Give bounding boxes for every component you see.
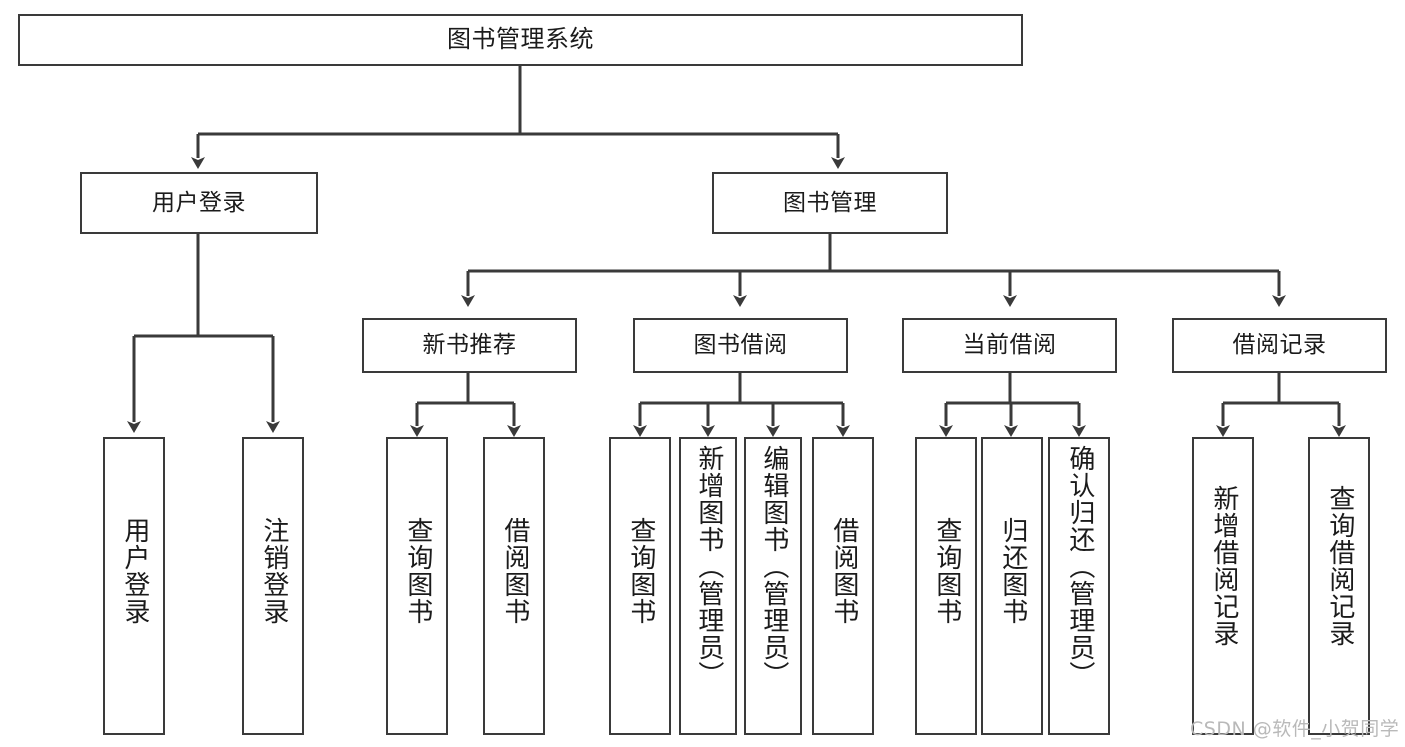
node-book-borrow[interactable]: 图书借阅 bbox=[633, 318, 848, 373]
node-label: 查询图书 bbox=[625, 517, 656, 625]
leaf-query-book-current[interactable]: 查询图书 bbox=[915, 437, 977, 735]
node-label: 新书推荐 bbox=[422, 332, 517, 359]
node-label: 归还图书 bbox=[997, 517, 1028, 625]
leaf-add-book-admin[interactable]: 新增图书（管理员） bbox=[679, 437, 737, 735]
node-borrow-record[interactable]: 借阅记录 bbox=[1172, 318, 1387, 373]
node-label: 借阅图书 bbox=[499, 517, 530, 625]
node-label: 用户登录 bbox=[152, 189, 246, 216]
node-user-login[interactable]: 用户登录 bbox=[80, 172, 318, 234]
node-label: 当前借阅 bbox=[962, 332, 1057, 359]
node-new-book-recommendation[interactable]: 新书推荐 bbox=[362, 318, 577, 373]
leaf-add-borrow-record[interactable]: 新增借阅记录 bbox=[1192, 437, 1254, 735]
node-book-management[interactable]: 图书管理 bbox=[712, 172, 948, 234]
node-label: 新增借阅记录 bbox=[1208, 485, 1239, 647]
node-label: 查询图书 bbox=[931, 517, 962, 625]
leaf-confirm-return-admin[interactable]: 确认归还（管理员） bbox=[1048, 437, 1110, 735]
watermark-text: CSDN @软件_小贺同学 bbox=[1190, 718, 1400, 740]
leaf-edit-book-admin[interactable]: 编辑图书（管理员） bbox=[744, 437, 802, 735]
node-label: 图书借阅 bbox=[693, 332, 788, 359]
leaf-user-login[interactable]: 用户登录 bbox=[103, 437, 165, 735]
node-label: 查询借阅记录 bbox=[1324, 485, 1355, 647]
leaf-query-borrow-record[interactable]: 查询借阅记录 bbox=[1308, 437, 1370, 735]
node-label: 图书管理 bbox=[783, 189, 877, 216]
node-label: 新增图书（管理员） bbox=[693, 445, 724, 688]
leaf-borrow-book-newbook[interactable]: 借阅图书 bbox=[483, 437, 545, 735]
node-label: 图书管理系统 bbox=[447, 25, 594, 54]
node-label: 借阅记录 bbox=[1232, 332, 1327, 359]
node-label: 编辑图书（管理员） bbox=[758, 445, 789, 688]
node-label: 查询图书 bbox=[402, 517, 433, 625]
node-label: 注销登录 bbox=[258, 517, 289, 625]
leaf-return-book[interactable]: 归还图书 bbox=[981, 437, 1043, 735]
node-label: 确认归还（管理员） bbox=[1064, 445, 1095, 688]
node-label: 用户登录 bbox=[119, 517, 150, 625]
node-root-system[interactable]: 图书管理系统 bbox=[18, 14, 1023, 66]
node-current-borrow[interactable]: 当前借阅 bbox=[902, 318, 1117, 373]
leaf-logout[interactable]: 注销登录 bbox=[242, 437, 304, 735]
node-label: 借阅图书 bbox=[828, 517, 859, 625]
leaf-query-book-borrow[interactable]: 查询图书 bbox=[609, 437, 671, 735]
leaf-borrow-book-borrow[interactable]: 借阅图书 bbox=[812, 437, 874, 735]
leaf-query-book-newbook[interactable]: 查询图书 bbox=[386, 437, 448, 735]
